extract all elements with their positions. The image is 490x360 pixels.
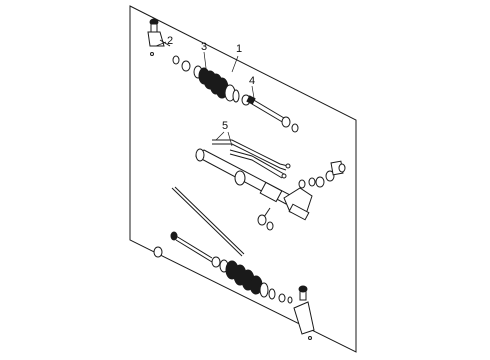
callout-3-label: 3	[201, 41, 207, 53]
callout-2-label: 2	[167, 35, 173, 47]
inner-tie-rod-lower	[153, 231, 221, 268]
callout-5: 5	[215, 120, 233, 147]
valve-seals	[298, 160, 346, 189]
callout-1: 1	[231, 43, 242, 73]
callout-1-label: 1	[236, 43, 242, 55]
callout-3: 3	[201, 41, 207, 69]
bellows-boot-upper	[193, 65, 240, 103]
rack-bar	[171, 186, 245, 257]
bellows-boot-lower	[219, 259, 276, 300]
jam-nut-lower	[278, 293, 293, 304]
outer-tie-rod-end-lower	[293, 285, 315, 340]
callout-2: 2	[155, 35, 173, 47]
inner-tie-rod	[241, 94, 299, 133]
rack-pinion-housing	[195, 148, 313, 221]
callout-4: 4	[249, 75, 255, 99]
callout-5-label: 5	[222, 120, 228, 132]
panel-outline	[129, 5, 357, 353]
jam-nut-upper	[172, 55, 191, 72]
fluid-lines	[212, 139, 291, 179]
outer-tie-rod-end-upper	[147, 18, 171, 56]
mount-bushing	[257, 214, 274, 231]
callout-4-label: 4	[249, 75, 255, 87]
